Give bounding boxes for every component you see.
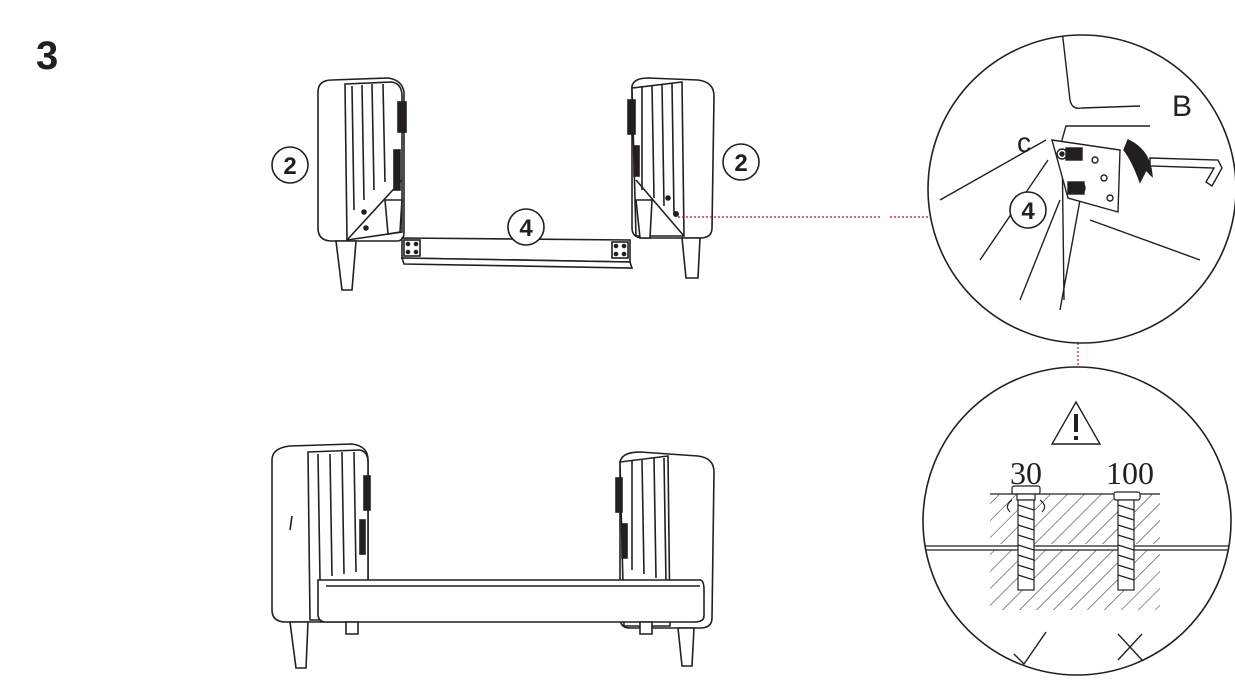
detail-circle-bolt: B c 4 xyxy=(927,34,1235,344)
bolt-correct xyxy=(1006,485,1046,591)
svg-text:4: 4 xyxy=(1021,198,1035,225)
checkmark-icon xyxy=(1013,631,1047,666)
label-part-2-left: 2 xyxy=(271,146,309,184)
svg-text:4: 4 xyxy=(519,215,533,242)
detail-circle-torque: 30 100 xyxy=(922,366,1232,676)
label-part-4-detail: 4 xyxy=(1009,191,1047,229)
svg-text:2: 2 xyxy=(734,150,747,177)
warning-triangle-icon xyxy=(1050,400,1102,445)
torque-ok-value: 30 xyxy=(1010,455,1042,491)
bolt-incorrect xyxy=(1113,491,1141,591)
cross-icon xyxy=(1117,633,1143,661)
label-part-2-right: 2 xyxy=(722,143,760,181)
assembled-bench xyxy=(271,443,715,669)
label-allen-key: B xyxy=(1172,90,1192,123)
left-side-arm xyxy=(317,77,407,291)
front-rail xyxy=(400,237,634,269)
step-number: 3 xyxy=(36,34,59,78)
label-part-4-rail: 4 xyxy=(507,208,545,246)
right-side-arm xyxy=(627,77,715,279)
label-bolt: c xyxy=(1017,127,1031,158)
torque-bad-value: 100 xyxy=(1106,455,1154,491)
svg-text:2: 2 xyxy=(283,153,296,180)
